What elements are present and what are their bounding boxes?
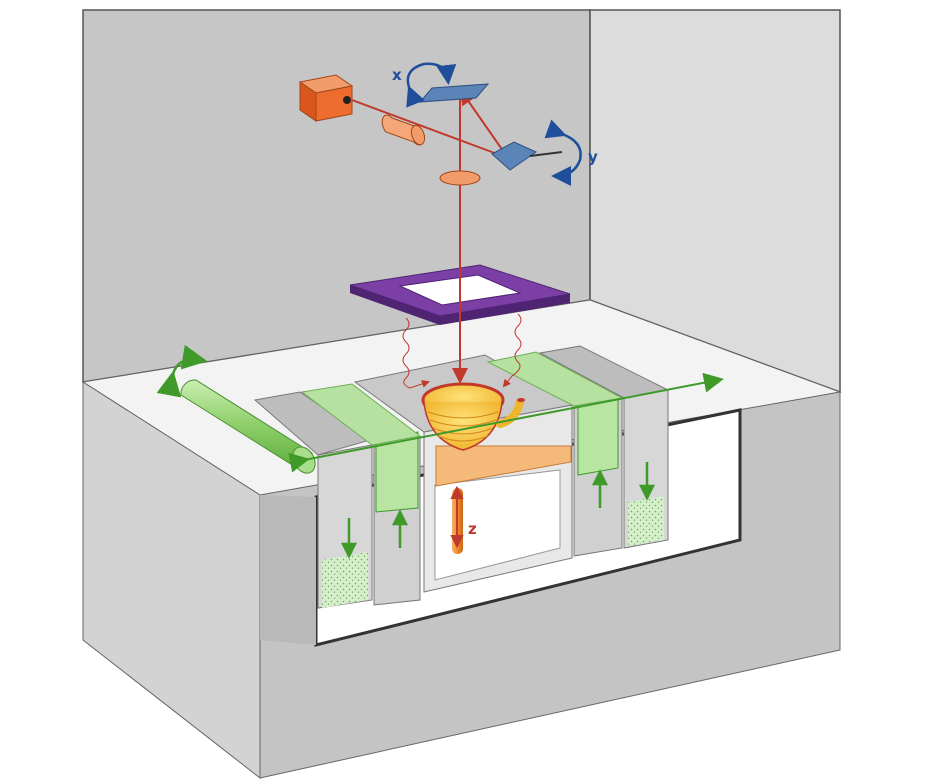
- laser-beam-reflect: [459, 88, 509, 159]
- beam-expander: [381, 114, 426, 146]
- laser-beam-source: [351, 99, 509, 159]
- y-rotation-arrow: [544, 119, 582, 186]
- recoater-travel-arrow: [288, 372, 724, 473]
- z-axis-arrow: [450, 485, 464, 549]
- y-axis-label: y: [588, 148, 598, 166]
- y-scan-mirror: [491, 141, 538, 171]
- focusing-lens: [439, 170, 481, 186]
- heat-radiation-left: [402, 317, 430, 389]
- x-axis-label: x: [392, 66, 402, 84]
- x-rotation-arrow: [406, 62, 457, 108]
- build-chamber-inner: [434, 469, 561, 581]
- recoater-roller: [156, 344, 724, 474]
- left-overflow-powder: [322, 552, 368, 608]
- pit-left-edge: [260, 495, 316, 645]
- right-overflow-powder: [628, 496, 664, 546]
- laser-aperture: [343, 96, 351, 104]
- heat-radiation-right: [502, 313, 522, 388]
- laser-source-side: [299, 81, 317, 122]
- z-axis-label: z: [468, 520, 477, 538]
- laser-system: x y: [298, 62, 598, 384]
- roller-rotation-arrow: [156, 344, 208, 398]
